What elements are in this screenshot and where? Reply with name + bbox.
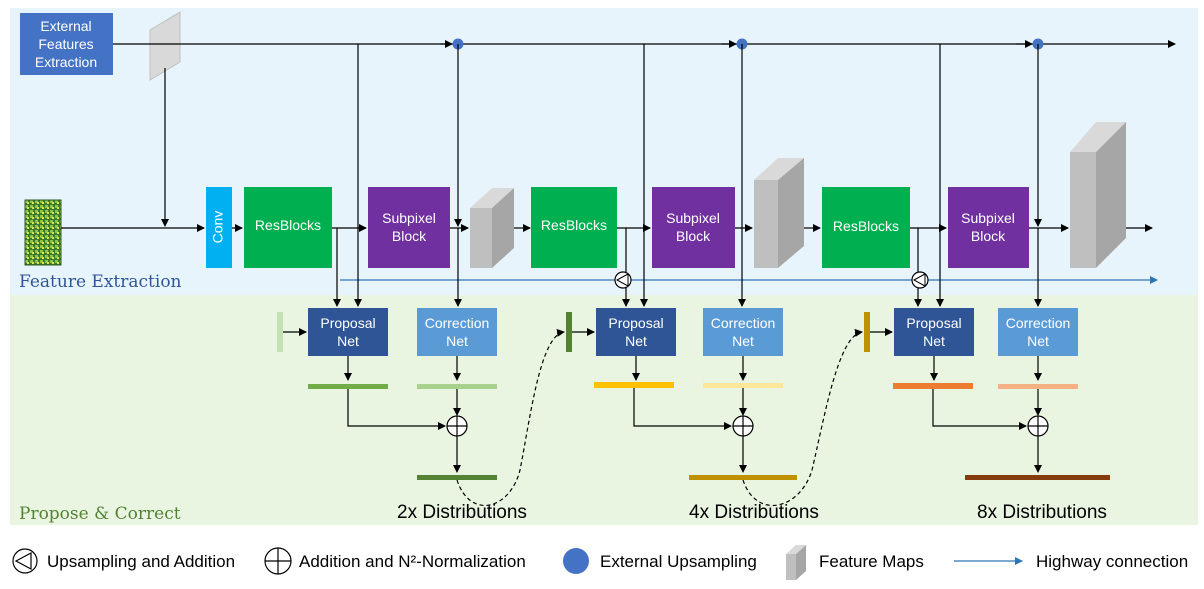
svg-text:Net: Net: [446, 333, 468, 349]
input-image: [24, 199, 62, 266]
legend-addition-icon: [264, 547, 292, 575]
external-features-box: [20, 13, 113, 75]
legend-feature-maps-label: Feature Maps: [819, 552, 924, 571]
svg-text:Subpixel: Subpixel: [382, 210, 436, 226]
proposal-net-1: [308, 308, 388, 356]
correction-net-1: [417, 308, 497, 356]
legend-external-up-icon: [563, 548, 589, 574]
svg-text:Net: Net: [337, 333, 359, 349]
proposal-output-bar-1: [308, 384, 388, 389]
prior-bar-2: [566, 312, 572, 352]
distribution-label-2x: 2x Distributions: [397, 502, 527, 523]
legend-upsampling-label: Upsampling and Addition: [47, 552, 235, 571]
svg-text:Proposal: Proposal: [320, 315, 375, 331]
feature-map-cube-2: [754, 158, 804, 268]
svg-text:Extraction: Extraction: [35, 54, 97, 70]
addition-normalization-3: [1027, 415, 1049, 437]
external-feature-map: [149, 11, 181, 81]
resblocks-1: [244, 187, 332, 268]
feature-map-cube-3: [1070, 122, 1126, 268]
subpixel-block-3: [948, 187, 1029, 268]
proposal-output-bar-3: [893, 383, 973, 389]
svg-text:Net: Net: [923, 333, 945, 349]
svg-text:Correction: Correction: [1006, 315, 1071, 331]
distribution-bar-4x: [689, 475, 797, 480]
svg-text:Subpixel: Subpixel: [666, 210, 720, 226]
svg-text:Proposal: Proposal: [608, 315, 663, 331]
svg-text:Block: Block: [392, 228, 427, 244]
svg-text:Correction: Correction: [425, 315, 490, 331]
feature-extraction-label: Feature Extraction: [19, 272, 182, 292]
legend-feature-maps-icon: [786, 545, 806, 580]
feedback-curve-1: [456, 328, 565, 507]
correction-output-bar-1: [417, 384, 497, 389]
svg-text:Block: Block: [676, 228, 711, 244]
correction-output-bar-3: [998, 384, 1078, 389]
correction-net-2: [703, 308, 783, 356]
distribution-bar-8x: [965, 475, 1110, 480]
svg-text:Features: Features: [38, 36, 93, 52]
distribution-label-4x: 4x Distributions: [689, 502, 819, 523]
proposal-output-bar-2: [594, 382, 674, 388]
svg-text:Net: Net: [732, 333, 754, 349]
correction-net-3: [998, 308, 1078, 356]
svg-text:Subpixel: Subpixel: [961, 210, 1015, 226]
subpixel-block-1: [368, 187, 450, 268]
distribution-label-8x: 8x Distributions: [977, 502, 1107, 523]
proposal-net-3: [894, 308, 974, 356]
resblocks-2: [531, 187, 617, 268]
prior-bar-1: [277, 312, 283, 352]
svg-text:ResBlocks: ResBlocks: [541, 217, 607, 233]
svg-text:Conv: Conv: [210, 211, 226, 244]
addition-normalization-2: [732, 415, 754, 437]
legend-highway-label: Highway connection: [1036, 552, 1188, 571]
upsampling-addition-2: [911, 271, 929, 289]
distribution-bar-2x: [417, 475, 497, 480]
propose-correct-label: Propose & Correct: [19, 504, 181, 524]
upsampling-addition-1: [614, 271, 632, 289]
correction-output-bar-2: [703, 383, 783, 388]
resblocks-3: [822, 187, 910, 268]
addition-normalization-1: [446, 415, 468, 437]
svg-text:Net: Net: [625, 333, 647, 349]
svg-text:ResBlocks: ResBlocks: [833, 218, 899, 234]
svg-text:External: External: [40, 18, 91, 34]
conv-block: [206, 187, 232, 268]
prior-bar-3: [864, 312, 870, 352]
legend-addition-label: Addition and N²-Normalization: [299, 552, 526, 571]
svg-text:ResBlocks: ResBlocks: [255, 217, 321, 233]
proposal-net-2: [596, 308, 676, 356]
subpixel-block-2: [652, 187, 735, 268]
legend-upsampling-icon: [12, 548, 38, 574]
svg-text:Correction: Correction: [711, 315, 776, 331]
svg-text:Net: Net: [1027, 333, 1049, 349]
svg-text:Block: Block: [971, 228, 1006, 244]
legend-external-up-label: External Upsampling: [600, 552, 757, 571]
svg-text:Proposal: Proposal: [906, 315, 961, 331]
feature-map-cube-1: [470, 188, 514, 268]
feedback-curve-2: [742, 328, 863, 507]
